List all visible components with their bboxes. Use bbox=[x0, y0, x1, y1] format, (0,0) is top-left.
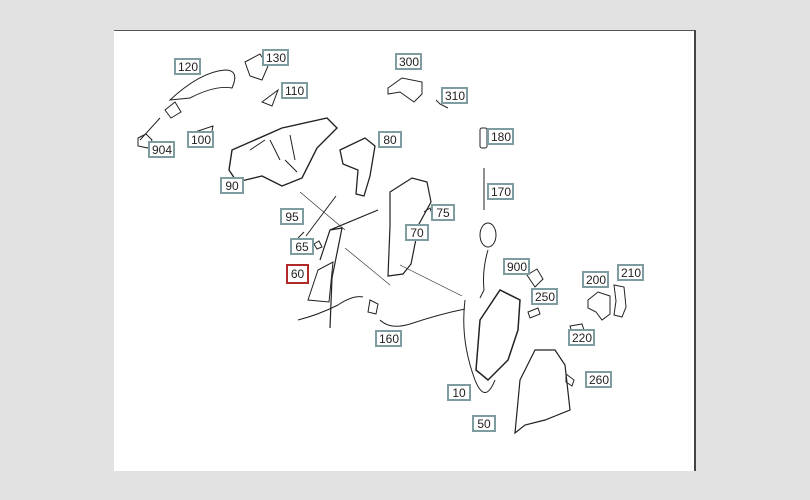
bracket-300 bbox=[387, 77, 423, 103]
part-label-200[interactable]: 200 bbox=[582, 271, 609, 288]
part-label-95[interactable]: 95 bbox=[280, 208, 304, 225]
part-label-260[interactable]: 260 bbox=[585, 371, 612, 388]
part-label-220[interactable]: 220 bbox=[568, 329, 595, 346]
clip-65 bbox=[313, 240, 323, 250]
part-label-65[interactable]: 65 bbox=[290, 238, 314, 255]
part-label-180[interactable]: 180 bbox=[487, 128, 514, 145]
part-label-170[interactable]: 170 bbox=[487, 183, 514, 200]
cover-900 bbox=[526, 268, 544, 288]
part-label-80[interactable]: 80 bbox=[378, 131, 402, 148]
screw-310 bbox=[435, 99, 449, 109]
part-label-120[interactable]: 120 bbox=[174, 58, 201, 75]
cable-160 bbox=[297, 296, 466, 327]
striker-200 bbox=[587, 291, 611, 321]
part-label-130[interactable]: 130 bbox=[262, 49, 289, 66]
plate-210 bbox=[613, 284, 627, 318]
part-label-60-selected[interactable]: 60 bbox=[286, 264, 309, 284]
screw-260 bbox=[565, 373, 575, 387]
part-label-160[interactable]: 160 bbox=[375, 330, 402, 347]
cover-70 bbox=[387, 177, 432, 277]
part-label-310[interactable]: 310 bbox=[441, 87, 468, 104]
cap-180 bbox=[479, 127, 488, 149]
part-label-50[interactable]: 50 bbox=[472, 415, 496, 432]
part-label-100[interactable]: 100 bbox=[187, 131, 214, 148]
seal-110 bbox=[260, 88, 280, 107]
screw-250 bbox=[527, 307, 541, 319]
part-label-110[interactable]: 110 bbox=[281, 82, 308, 99]
part-label-90[interactable]: 90 bbox=[220, 177, 244, 194]
part-label-10[interactable]: 10 bbox=[447, 384, 471, 401]
cover-60 bbox=[307, 209, 391, 329]
bracket-50 bbox=[514, 349, 571, 435]
lock-10 bbox=[399, 264, 521, 393]
outer-handle-120 bbox=[139, 69, 236, 141]
part-label-75[interactable]: 75 bbox=[431, 204, 455, 221]
part-label-904[interactable]: 904 bbox=[148, 141, 175, 158]
part-label-250[interactable]: 250 bbox=[531, 288, 558, 305]
bracket-80 bbox=[339, 137, 376, 197]
rod-95 bbox=[297, 195, 337, 239]
part-label-210[interactable]: 210 bbox=[617, 264, 644, 281]
diagram-sheet bbox=[114, 30, 696, 471]
part-label-300[interactable]: 300 bbox=[395, 53, 422, 70]
part-label-900[interactable]: 900 bbox=[503, 258, 530, 275]
handle-cap-130 bbox=[244, 53, 269, 81]
rod-170 bbox=[479, 168, 497, 299]
part-label-70[interactable]: 70 bbox=[405, 224, 429, 241]
